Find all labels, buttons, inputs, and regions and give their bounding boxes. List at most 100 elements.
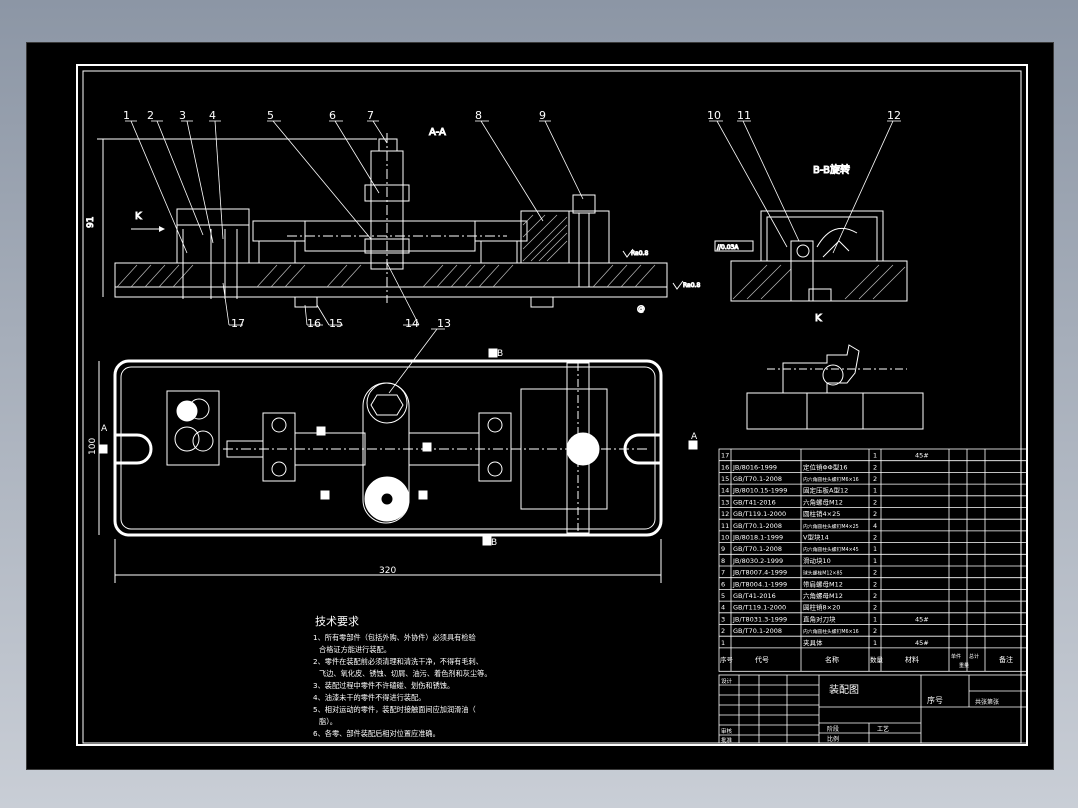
- bom-cell-qty: 2: [873, 534, 877, 542]
- bom-header-material: 材料: [905, 655, 919, 664]
- plan-view: [98, 348, 698, 583]
- tech-line-8: 脂）。: [319, 717, 337, 726]
- balloon-10: 10: [707, 109, 721, 122]
- scale-label: 比例: [827, 735, 839, 743]
- bom-cell-code: GB/T70.1-2008: [733, 475, 782, 483]
- bom-cell-no: 5: [721, 592, 725, 600]
- bom-header-total: 总计: [969, 653, 979, 660]
- bom-cell-name: 内六角圆柱头螺钉M6×16: [803, 628, 859, 635]
- tech-line-7: 5、相对运动的零件，装配时接触面间应加润滑油（: [313, 705, 476, 714]
- bom-cell-qty: 2: [873, 475, 877, 483]
- balloon-9: 9: [539, 109, 546, 122]
- bom-cell-no: 14: [721, 487, 729, 495]
- bom-header-note: 备注: [999, 655, 1013, 664]
- bom-cell-qty: 4: [873, 522, 877, 530]
- bom-cell-name: 六角螺母M12: [803, 497, 843, 506]
- bom-cell-no: 8: [721, 557, 725, 565]
- bom-cell-name: 固定压板A型12: [803, 486, 848, 495]
- check-label: 审核: [721, 727, 733, 735]
- bom-cell-material: 45#: [915, 452, 929, 460]
- tech-line-5: 3、装配过程中零件不许磕碰、划伤和锈蚀。: [313, 681, 454, 690]
- drawing-name: 装配图: [829, 683, 859, 696]
- bom-cell-material: 45#: [915, 639, 929, 647]
- craft-label: 工艺: [877, 725, 889, 733]
- inner-frame: [82, 70, 1022, 744]
- bom-cell-no: 17: [721, 452, 729, 460]
- bom-cell-code: JB/8016-1999: [732, 463, 777, 471]
- bom-cell-qty: 2: [873, 510, 877, 518]
- bom-cell-code: JB/8018.1-1999: [732, 534, 783, 542]
- tech-line-9: 6、各零、部件装配后相对位置应准确。: [313, 729, 440, 738]
- cad-viewport[interactable]: A-A: [26, 42, 1054, 770]
- bom-cell-qty: 2: [873, 498, 877, 506]
- balloon-17: 17: [231, 317, 245, 330]
- bom-cell-qty: 1: [873, 615, 877, 623]
- bom-header-weight: 重量: [959, 662, 969, 669]
- bom-cell-no: 6: [721, 580, 725, 588]
- tech-line-3: 2、零件在装配前必须清理和清洗干净，不得有毛刺、: [313, 657, 483, 666]
- bom-header-name: 名称: [825, 655, 839, 664]
- bom-cell-code: JB/8010.15-1999: [732, 487, 787, 495]
- bom-cell-no: 7: [721, 569, 725, 577]
- bom-cell-qty: 1: [873, 452, 877, 460]
- sheet-label: 共张第张: [975, 698, 999, 706]
- serial-label: 序号: [927, 695, 943, 705]
- stage-label: 阶段: [827, 725, 839, 733]
- balloon-4: 4: [209, 109, 216, 122]
- balloon-11: 11: [737, 109, 751, 122]
- dim-length-label: 320: [379, 566, 396, 576]
- tech-line-2: 合格证方能进行装配。: [319, 645, 391, 654]
- balloon-3: 3: [179, 109, 186, 122]
- bom-cell-qty: 2: [873, 569, 877, 577]
- tech-requirements: 技术要求 1、所有零部件（包括外购、外协件）必须具有检验 合格证方能进行装配。 …: [313, 615, 492, 738]
- bom-cell-no: 3: [721, 615, 725, 623]
- bom-cell-name: V型块14: [803, 533, 829, 542]
- title-block-text: 装配图 序号 共张第张 阶段 工艺 比例 设计 审核 批准: [721, 677, 999, 744]
- bom-cell-name: 圆柱销8×20: [803, 603, 840, 612]
- section-view-bb: B-B旋转 //0.03A K: [714, 163, 908, 325]
- symbol-at: @: [637, 304, 645, 313]
- balloon-13: 13: [437, 317, 451, 330]
- balloon-8: 8: [475, 109, 482, 122]
- roughness-mark-2: Ra0.8: [683, 282, 700, 289]
- dim-width-label: 100: [88, 438, 98, 455]
- bom-cell-name: 球头螺栓M12×85: [803, 570, 843, 577]
- balloon-14: 14: [405, 317, 419, 330]
- bom-cell-code: GB/T119.1-2000: [733, 604, 786, 612]
- bom-cell-name: 夹具体: [803, 638, 823, 647]
- bom-cell-no: 16: [721, 463, 729, 471]
- bom-cell-code: JB/8030.2-1999: [732, 557, 783, 565]
- bom-cell-no: 2: [721, 627, 725, 635]
- tech-line-1: 1、所有零部件（包括外购、外协件）必须具有检验: [313, 633, 476, 642]
- bom-header-no: 序号: [720, 655, 734, 664]
- bom-cell-name: 内六角圆柱头螺钉M6×16: [803, 476, 859, 483]
- bom-cell-code: GB/T70.1-2008: [733, 545, 782, 553]
- bom-cell-name: 六角螺母M12: [803, 591, 843, 600]
- bom-cell-no: 12: [721, 510, 729, 518]
- bom-header-qty: 数量: [870, 655, 884, 664]
- balloon-6: 6: [329, 109, 336, 122]
- bom-cell-code: GB/T70.1-2008: [733, 522, 782, 530]
- bom-cell-name: 滑动块10: [803, 556, 831, 565]
- roughness-mark-1: Ra0.8: [631, 250, 648, 257]
- bom-cell-qty: 1: [873, 639, 877, 647]
- bom-cell-code: GB/T41-2016: [733, 498, 776, 506]
- bom-cell-code: GB/T41-2016: [733, 592, 776, 600]
- plan-view-labels: B B A A 100 320: [88, 349, 698, 576]
- bom-cell-no: 10: [721, 534, 729, 542]
- view-k-label: K: [815, 313, 822, 324]
- datum-b-top: B: [497, 349, 503, 359]
- bom-frame: [718, 448, 1028, 672]
- balloon-12: 12: [887, 109, 901, 122]
- design-label: 设计: [721, 677, 733, 685]
- bom-cell-name: 内六角圆柱头螺钉M4×25: [803, 523, 859, 530]
- outer-frame: [76, 64, 1028, 746]
- tolerance-frame: //0.03A: [717, 244, 739, 251]
- bom-cell-name: 圆柱销4×25: [803, 509, 840, 518]
- bom-cell-qty: 1: [873, 487, 877, 495]
- bom-cell-no: 11: [721, 522, 729, 530]
- bom-cell-qty: 2: [873, 580, 877, 588]
- bom-cell-qty: 2: [873, 627, 877, 635]
- datum-a-right: A: [691, 432, 698, 442]
